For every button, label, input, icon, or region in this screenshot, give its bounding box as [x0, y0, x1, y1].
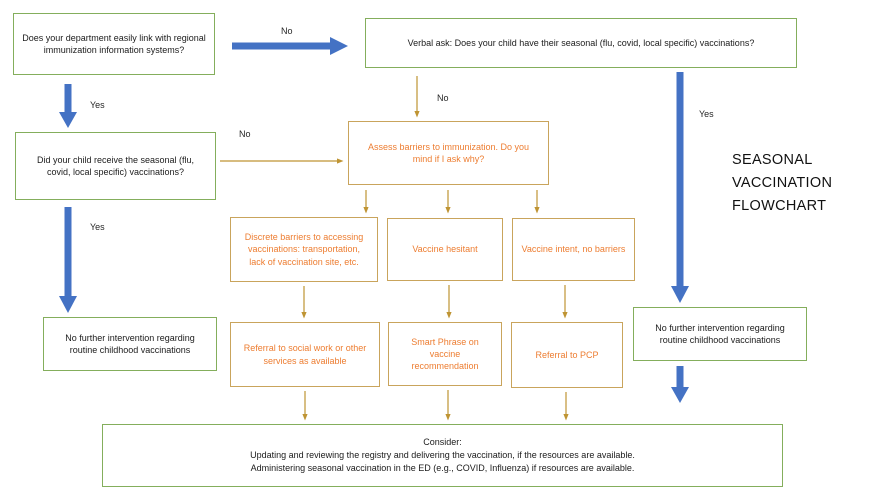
- node-child-receive: Did your child receive the seasonal (flu…: [15, 132, 216, 200]
- node-dept-link: Does your department easily link with re…: [13, 13, 215, 75]
- node-no-intervention-left: No further intervention regarding routin…: [43, 317, 217, 371]
- node-no-intervention-right: No further intervention regarding routin…: [633, 307, 807, 361]
- arrow-nointervention-right-to-consider: [671, 366, 689, 403]
- label-yes-left-1: Yes: [90, 100, 105, 110]
- arrow-dept-to-verbal: [232, 37, 348, 55]
- consider-line-3: Administering seasonal vaccination in th…: [250, 463, 635, 474]
- page-title: SEASONAL VACCINATION FLOWCHART: [732, 152, 833, 215]
- label-no-mid: No: [239, 129, 251, 139]
- arrow-verbal-to-nointervention-right: [671, 72, 689, 303]
- arrow-child-to-nointervention-left: [59, 207, 77, 313]
- node-verbal-ask: Verbal ask: Does your child have their s…: [365, 18, 797, 68]
- node-discrete-barriers: Discrete barriers to accessing vaccinati…: [230, 217, 378, 282]
- consider-line-1: Consider:: [423, 436, 462, 447]
- arrow-dept-to-child: [59, 84, 77, 128]
- node-assess-barriers: Assess barriers to immunization. Do you …: [348, 121, 549, 185]
- node-consider: Consider: Updating and reviewing the reg…: [102, 424, 783, 487]
- label-yes-left-2: Yes: [90, 222, 105, 232]
- label-no-verbal: No: [437, 93, 449, 103]
- label-yes-right: Yes: [699, 109, 714, 119]
- node-vaccine-hesitant: Vaccine hesitant: [387, 218, 503, 281]
- node-referral-pcp: Referral to PCP: [511, 322, 623, 388]
- node-smart-phrase: Smart Phrase on vaccine recommendation: [388, 322, 502, 386]
- node-vaccine-intent: Vaccine intent, no barriers: [512, 218, 635, 281]
- node-referral-social: Referral to social work or other service…: [230, 322, 380, 387]
- label-no-top: No: [281, 26, 293, 36]
- consider-line-2: Updating and reviewing the registry and …: [250, 449, 635, 460]
